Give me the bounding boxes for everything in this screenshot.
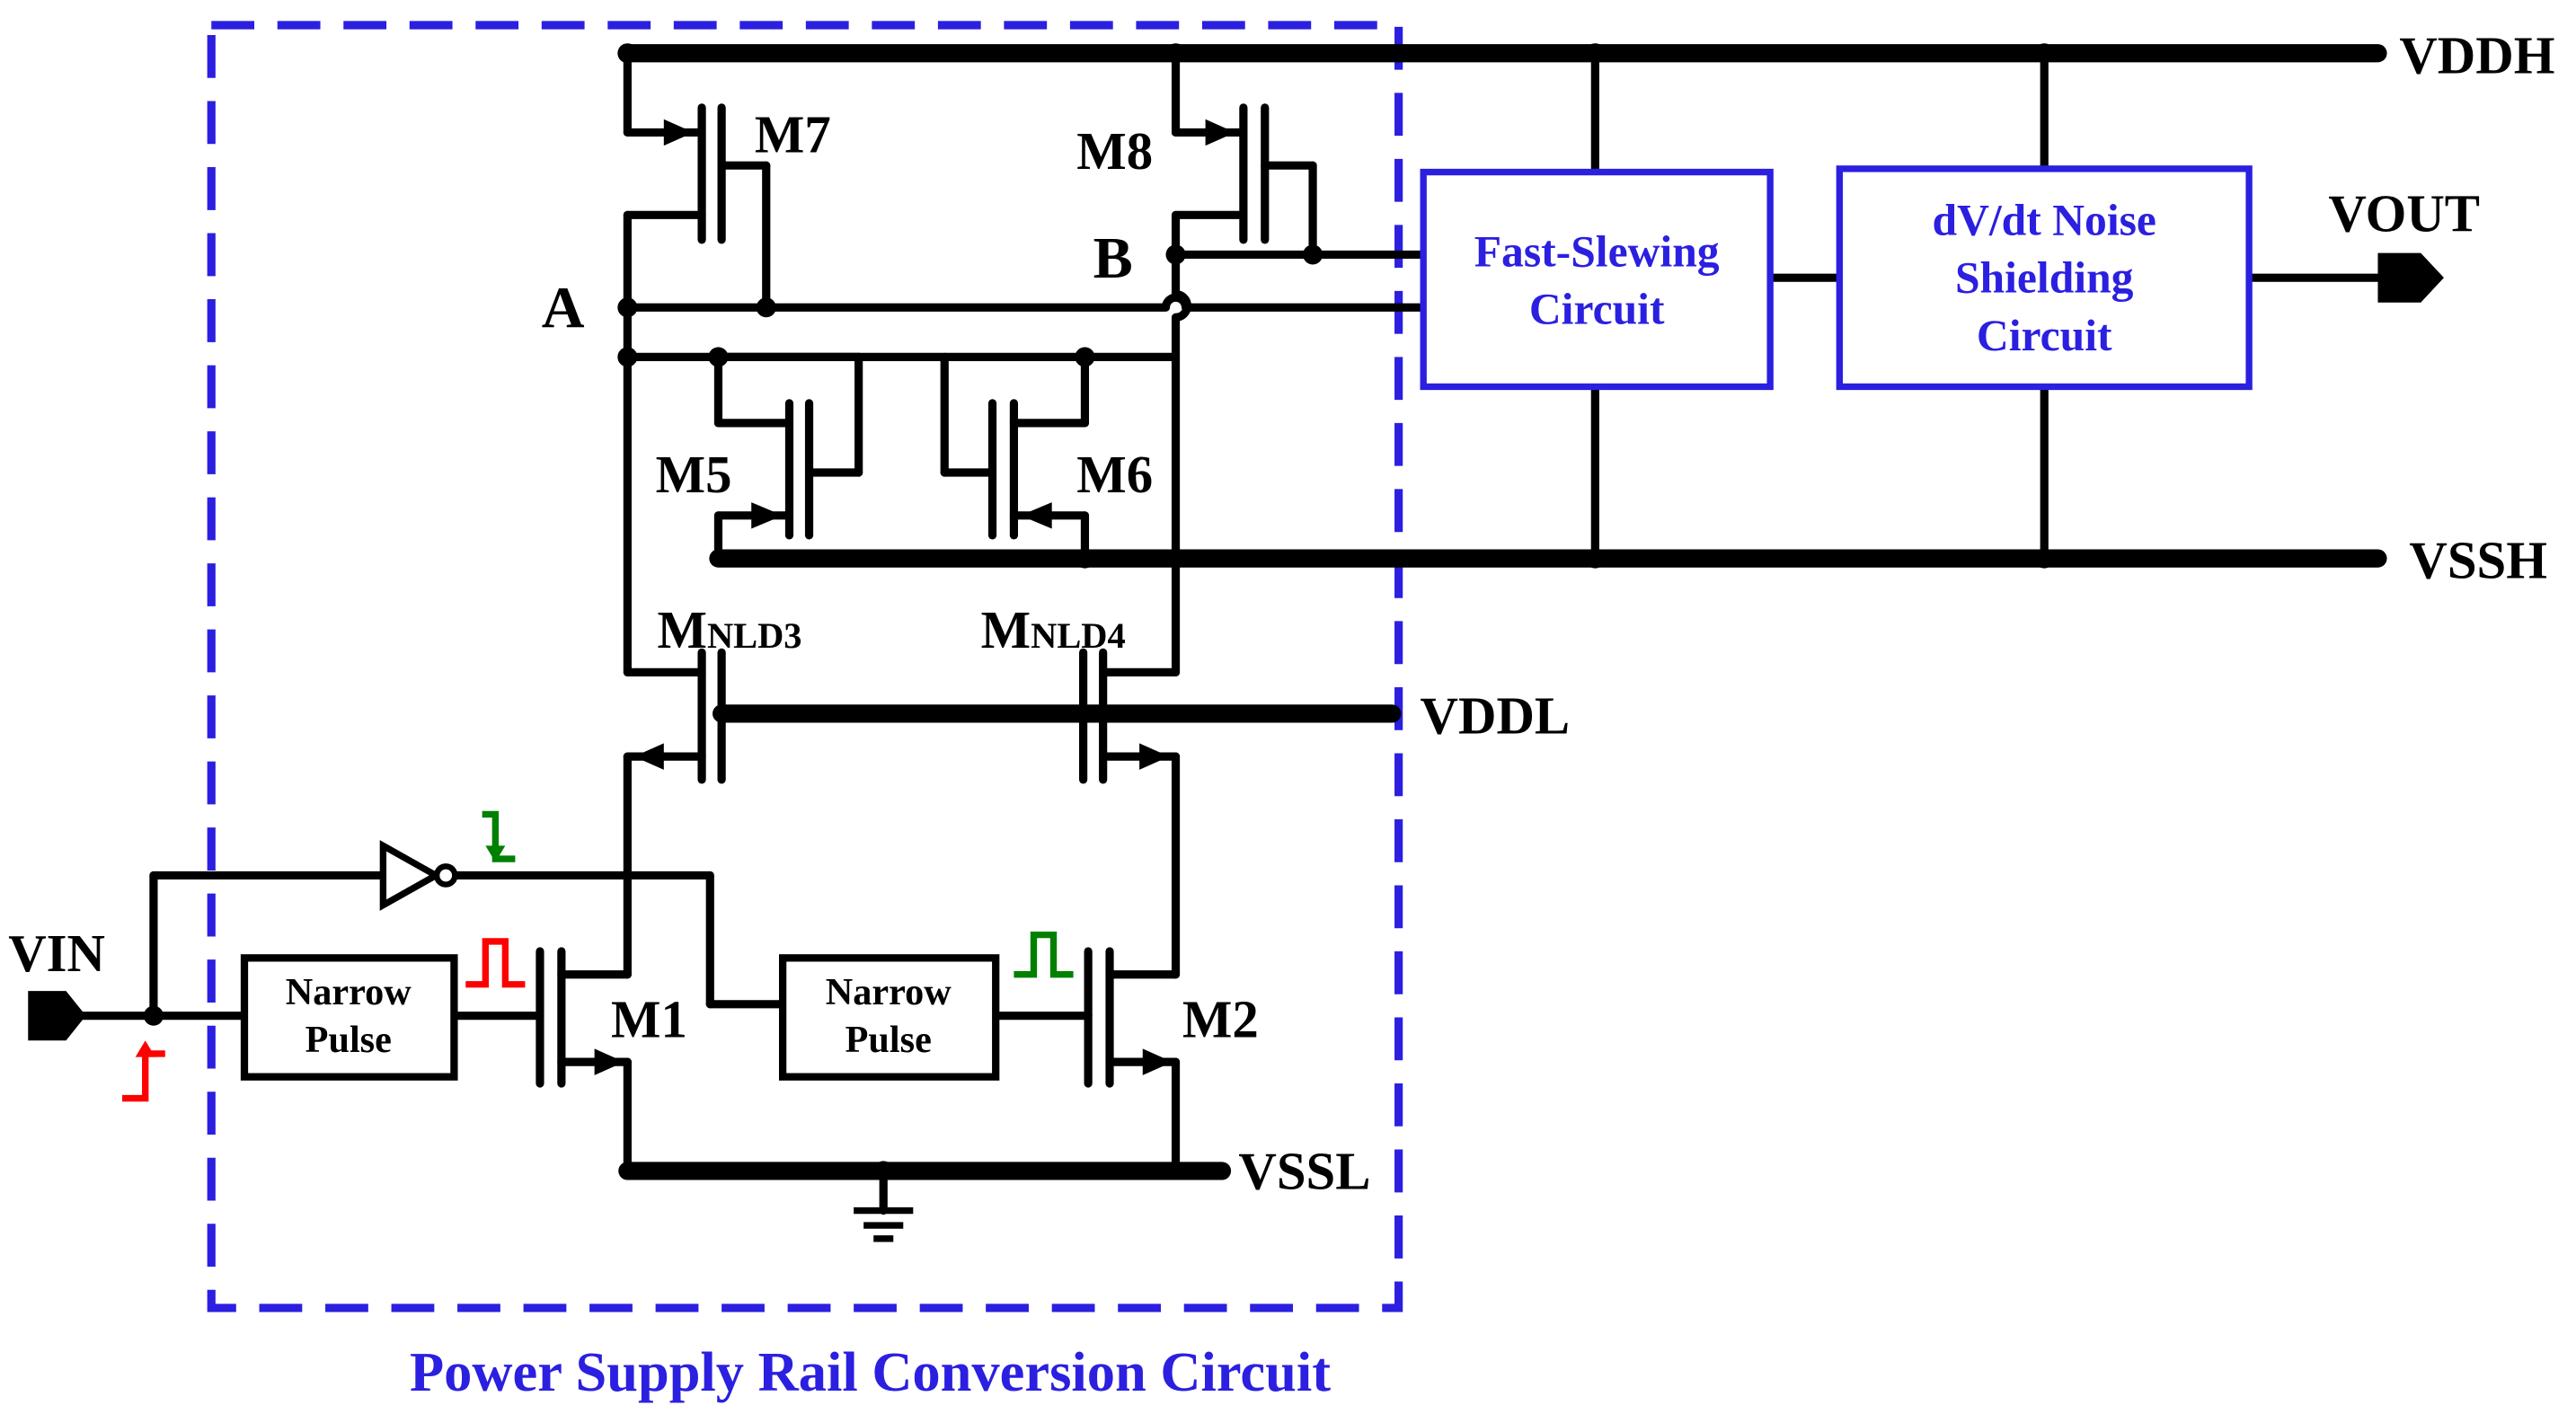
dvdt-text: dV/dt Noise Shielding Circuit: [1932, 195, 2156, 360]
m5-transistor: [713, 352, 863, 563]
fast-slewing-text: Fast-Slewing Circuit: [1474, 226, 1720, 333]
m7-transistor: [623, 49, 771, 312]
vin-label: VIN: [8, 924, 105, 983]
pulse-icon-m1: [465, 938, 526, 988]
m8-label: M8: [1076, 122, 1153, 181]
input-port-icon: [28, 991, 86, 1041]
vddh-label: VDDH: [2399, 26, 2554, 84]
power-supply-rail-conversion-region: [207, 21, 1403, 1312]
svg-text:Shielding: Shielding: [1955, 253, 2134, 303]
ground-icon: [854, 1166, 914, 1242]
svg-text:Pulse: Pulse: [305, 1019, 392, 1061]
dvdt-noise-shielding-block: [1836, 165, 2253, 391]
region-title: Power Supply Rail Conversion Circuit: [410, 1340, 1331, 1403]
m6-transistor: [940, 352, 1090, 563]
node-a-label: A: [542, 275, 585, 340]
svg-text:Circuit: Circuit: [1529, 285, 1665, 334]
svg-text:Circuit: Circuit: [1977, 311, 2112, 360]
output-port-icon: [2377, 252, 2444, 303]
rising-edge-icon: [121, 1050, 165, 1102]
vout-label: VOUT: [2328, 185, 2480, 243]
inverter-icon: [379, 840, 458, 911]
narrow-pulse-1-text: Narrow Pulse: [286, 971, 412, 1061]
m7-label: M7: [755, 105, 831, 163]
pulse-icon-m2: [1014, 931, 1074, 978]
svg-text:Fast-Slewing: Fast-Slewing: [1474, 226, 1720, 276]
mnld4-label: MNLD4: [981, 601, 1126, 659]
m1-label: M1: [611, 991, 687, 1049]
vssh-label: VSSH: [2409, 532, 2547, 590]
m8-transistor: [1171, 49, 1317, 260]
falling-edge-icon: [482, 810, 516, 862]
mnld3-label: MNLD3: [657, 601, 801, 659]
m5-label: M5: [656, 446, 732, 504]
svg-text:Narrow: Narrow: [286, 971, 412, 1013]
vssl-label: VSSL: [1238, 1143, 1370, 1201]
fast-slewing-block: [1420, 168, 1774, 391]
m1-transistor: [536, 947, 632, 1176]
node-b-label: B: [1093, 225, 1133, 291]
svg-text:dV/dt Noise: dV/dt Noise: [1932, 195, 2156, 244]
narrow-pulse-2-text: Narrow Pulse: [826, 971, 952, 1061]
m2-transistor: [1084, 947, 1181, 1176]
m2-label: M2: [1182, 991, 1259, 1049]
junction-dots: [143, 43, 2055, 1181]
narrow-pulse-block-1: [240, 954, 458, 1081]
mnld4-transistor: [1079, 648, 1181, 979]
mnld3-transistor: [623, 648, 726, 979]
svg-text:Pulse: Pulse: [845, 1019, 932, 1061]
narrow-pulse-block-2: [778, 954, 1000, 1081]
svg-text:Narrow: Narrow: [826, 971, 952, 1013]
vddl-label: VDDL: [1421, 686, 1571, 745]
m6-label: M6: [1076, 446, 1153, 504]
